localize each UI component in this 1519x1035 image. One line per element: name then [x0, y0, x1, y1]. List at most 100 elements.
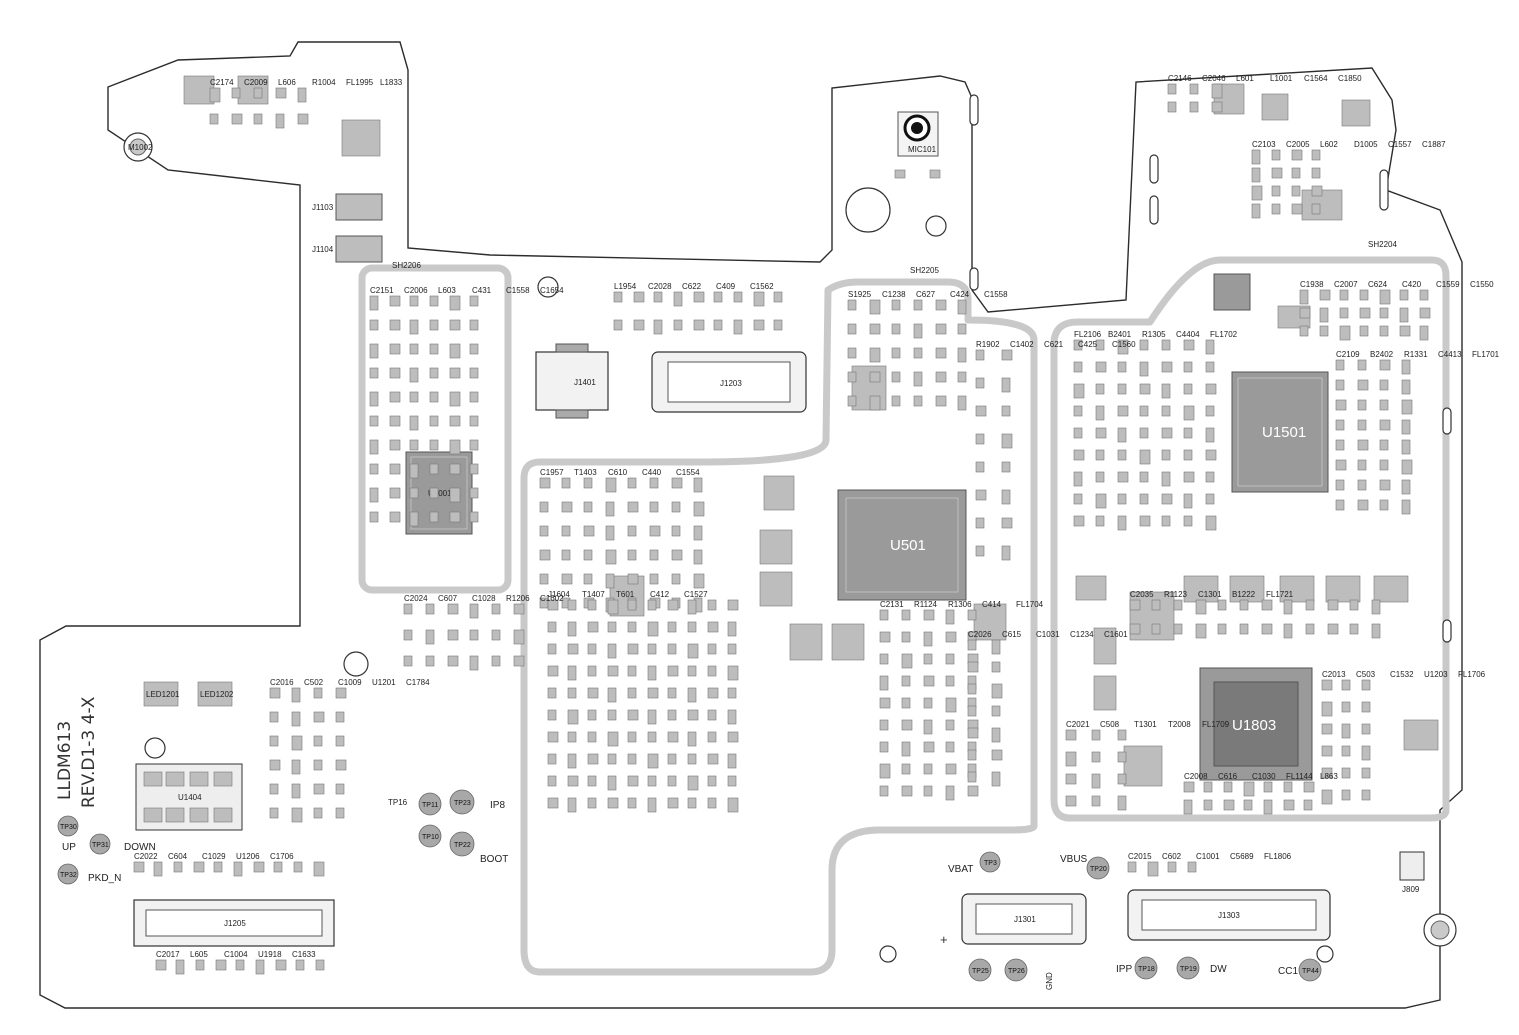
passive-component: [945, 719, 955, 731]
passive-component: [275, 87, 287, 99]
passive-component: [233, 861, 243, 877]
passive-component: [613, 319, 623, 331]
passive-component: [389, 319, 401, 331]
test-point-tp3: TP3: [979, 851, 1001, 873]
passive-component: [1341, 679, 1351, 691]
passive-component: [449, 343, 461, 359]
passive-component: [733, 291, 743, 303]
passive-component: [469, 415, 479, 427]
passive-component: [449, 463, 461, 475]
passive-component: [667, 643, 677, 655]
passive-component: [567, 797, 577, 813]
passive-component: [967, 639, 977, 651]
passive-component: [1291, 149, 1303, 161]
passive-component: [547, 621, 557, 633]
passive-component: [1183, 781, 1195, 793]
passive-component: [945, 741, 955, 753]
passive-component: [1117, 449, 1127, 461]
passive-component: [1251, 203, 1261, 219]
passive-component: [1341, 789, 1351, 801]
passive-component: [687, 687, 697, 703]
component-label: C5689: [1230, 852, 1254, 861]
component-label: FL1806: [1264, 852, 1292, 861]
mount-hole-m1003: [1423, 913, 1457, 947]
passive-component: [923, 653, 933, 665]
passive-component: [561, 549, 571, 561]
passive-component: [891, 395, 901, 407]
passive-component: [567, 709, 579, 725]
passive-component: [253, 861, 265, 873]
component-label: C1558: [506, 286, 530, 295]
passive-component: [547, 599, 559, 611]
passive-component: [923, 719, 933, 735]
passive-component: [727, 687, 737, 699]
passive-component: [1261, 623, 1273, 635]
passive-component: [847, 347, 857, 359]
passive-component: [671, 525, 681, 537]
passive-component: [1161, 361, 1173, 373]
passive-component: [879, 697, 891, 709]
component-label: FL1704: [1016, 600, 1044, 609]
component-label: R1306: [948, 600, 972, 609]
passive-component: [627, 525, 637, 537]
component-label: L1954: [614, 282, 637, 291]
shield-sh2204: [1050, 256, 1450, 822]
passive-component: [967, 661, 979, 673]
passive-component: [269, 759, 281, 771]
passive-component: [1183, 361, 1193, 373]
passive-component: [607, 775, 617, 791]
passive-component: [425, 603, 435, 615]
passive-component: [687, 709, 699, 721]
passive-component: [1211, 101, 1223, 113]
passive-component: [649, 549, 659, 561]
passive-component: [607, 731, 619, 747]
passive-component: [1263, 799, 1273, 815]
passive-component: [627, 775, 639, 787]
passive-component: [1371, 599, 1381, 615]
passive-component: [1161, 405, 1171, 417]
passive-component: [1401, 399, 1413, 415]
passive-component: [335, 711, 345, 723]
component-label: C1527: [684, 590, 708, 599]
passive-component: [449, 415, 461, 427]
component-label: C1957: [540, 468, 564, 477]
passive-component: [671, 501, 681, 513]
passive-component: [1117, 339, 1129, 355]
signal-label-plus: +: [940, 932, 948, 947]
passive-component: [1335, 439, 1345, 451]
component-label: C1550: [1470, 280, 1494, 289]
component-label: C2024: [404, 594, 428, 603]
component-label: C1301: [1198, 590, 1222, 599]
board-revision: REV.D1-3 4-X: [79, 696, 99, 808]
passive-component: [1117, 515, 1127, 531]
ic-u1404: U1404: [135, 763, 243, 831]
passive-component: [913, 323, 923, 339]
passive-component: [647, 797, 657, 813]
test-point-label: TP22: [454, 842, 471, 849]
passive-component: [1073, 339, 1083, 351]
passive-component: [975, 545, 985, 557]
passive-component: [335, 783, 345, 795]
mount-hole: [1316, 945, 1334, 963]
component-label: C420: [1402, 280, 1422, 289]
passive-component: [627, 643, 639, 655]
passive-component: [1379, 289, 1391, 305]
passive-component: [901, 675, 911, 687]
board-outline: [39, 41, 1463, 1009]
passive-component: [1379, 399, 1389, 411]
passive-component: [1361, 723, 1371, 735]
component-label: C1633: [292, 950, 316, 959]
passive-component: [1311, 203, 1321, 215]
component-label: R1004: [312, 78, 336, 87]
passive-component: [1117, 361, 1127, 373]
passive-component: [707, 775, 717, 787]
passive-component: [627, 573, 639, 585]
passive-component: [1129, 599, 1141, 611]
passive-component: [587, 709, 597, 721]
passive-component: [1303, 781, 1315, 793]
passive-component: [389, 391, 401, 403]
signal-label-vbat: VBAT: [948, 864, 973, 875]
inductor-l001: [851, 365, 887, 411]
passive-component: [647, 775, 657, 787]
passive-component: [667, 731, 679, 743]
